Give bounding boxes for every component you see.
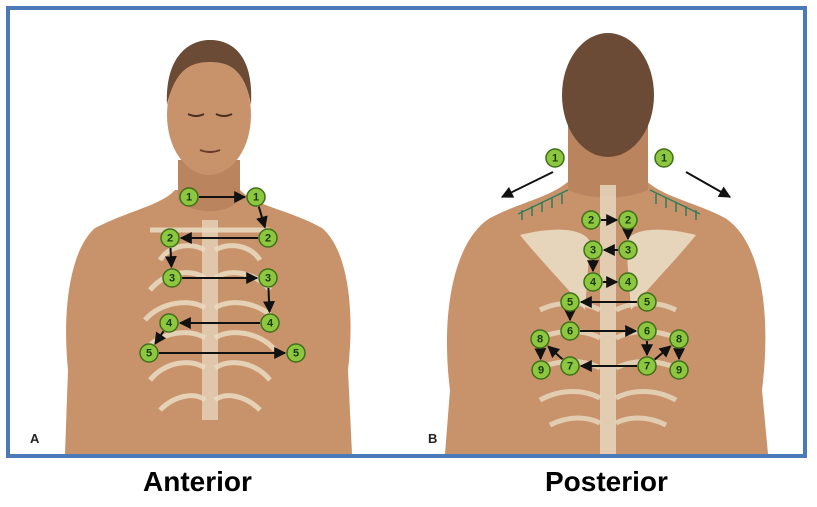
anterior-illustration: 1 1 2 2 3 3 4 4 5 5	[10, 10, 406, 454]
point-label: 1	[552, 153, 558, 165]
point-label: 3	[590, 245, 596, 257]
auscultation-point-3: 3	[163, 269, 181, 287]
point-label: 9	[538, 365, 544, 377]
auscultation-point-2: 2	[619, 211, 637, 229]
auscultation-point-4: 4	[261, 314, 279, 332]
point-label: 2	[588, 215, 594, 227]
spine	[600, 185, 616, 454]
auscultation-point-2: 2	[259, 229, 277, 247]
point-label: 6	[567, 326, 573, 338]
caption-posterior: Posterior	[545, 466, 668, 498]
auscultation-point-8: 8	[531, 330, 549, 348]
point-label: 7	[567, 361, 573, 373]
auscultation-point-5: 5	[140, 344, 158, 362]
auscultation-point-5: 5	[561, 293, 579, 311]
sequence-arrow	[268, 288, 269, 312]
panel-anterior: 1 1 2 2 3 3 4 4 5 5 A	[10, 10, 406, 454]
auscultation-point-1: 1	[180, 188, 198, 206]
auscultation-point-6: 6	[638, 322, 656, 340]
arrow-left-1-outward	[502, 172, 553, 197]
point-label: 1	[661, 153, 667, 165]
auscultation-point-4: 4	[619, 273, 637, 291]
auscultation-point-1: 1	[655, 149, 673, 167]
auscultation-point-4: 4	[160, 314, 178, 332]
point-label: 1	[186, 192, 192, 204]
point-label: 1	[253, 192, 259, 204]
auscultation-point-5: 5	[638, 293, 656, 311]
point-label: 2	[625, 215, 631, 227]
auscultation-point-8: 8	[670, 330, 688, 348]
auscultation-point-2: 2	[161, 229, 179, 247]
point-label: 3	[169, 273, 175, 285]
auscultation-point-7: 7	[638, 357, 656, 375]
auscultation-point-1: 1	[546, 149, 564, 167]
point-label: 2	[167, 233, 173, 245]
back-head-shape	[562, 33, 654, 157]
auscultation-point-3: 3	[584, 241, 602, 259]
panel-letter-b: B	[428, 431, 437, 446]
point-label: 5	[293, 348, 299, 360]
sequence-arrow	[170, 248, 171, 267]
point-label: 3	[265, 273, 271, 285]
point-label: 4	[590, 277, 597, 289]
auscultation-point-3: 3	[259, 269, 277, 287]
auscultation-point-7: 7	[561, 357, 579, 375]
point-label: 4	[625, 277, 632, 289]
point-label: 2	[265, 233, 271, 245]
point-label: 9	[676, 365, 682, 377]
panel-letter-a: A	[30, 431, 39, 446]
point-label: 6	[644, 326, 650, 338]
auscultation-point-4: 4	[584, 273, 602, 291]
caption-anterior: Anterior	[143, 466, 252, 498]
point-label: 5	[567, 297, 573, 309]
point-label: 4	[166, 318, 173, 330]
sternum	[202, 220, 218, 420]
auscultation-point-1: 1	[247, 188, 265, 206]
point-label: 5	[644, 297, 650, 309]
auscultation-point-5: 5	[287, 344, 305, 362]
point-label: 3	[625, 245, 631, 257]
auscultation-point-9: 9	[670, 361, 688, 379]
auscultation-point-2: 2	[582, 211, 600, 229]
point-label: 8	[676, 334, 682, 346]
auscultation-point-3: 3	[619, 241, 637, 259]
auscultation-point-6: 6	[561, 322, 579, 340]
arrow-right-1-outward	[686, 172, 730, 197]
point-label: 5	[146, 348, 152, 360]
point-label: 7	[644, 361, 650, 373]
point-label: 8	[537, 334, 543, 346]
auscultation-point-9: 9	[532, 361, 550, 379]
point-label: 4	[267, 318, 274, 330]
